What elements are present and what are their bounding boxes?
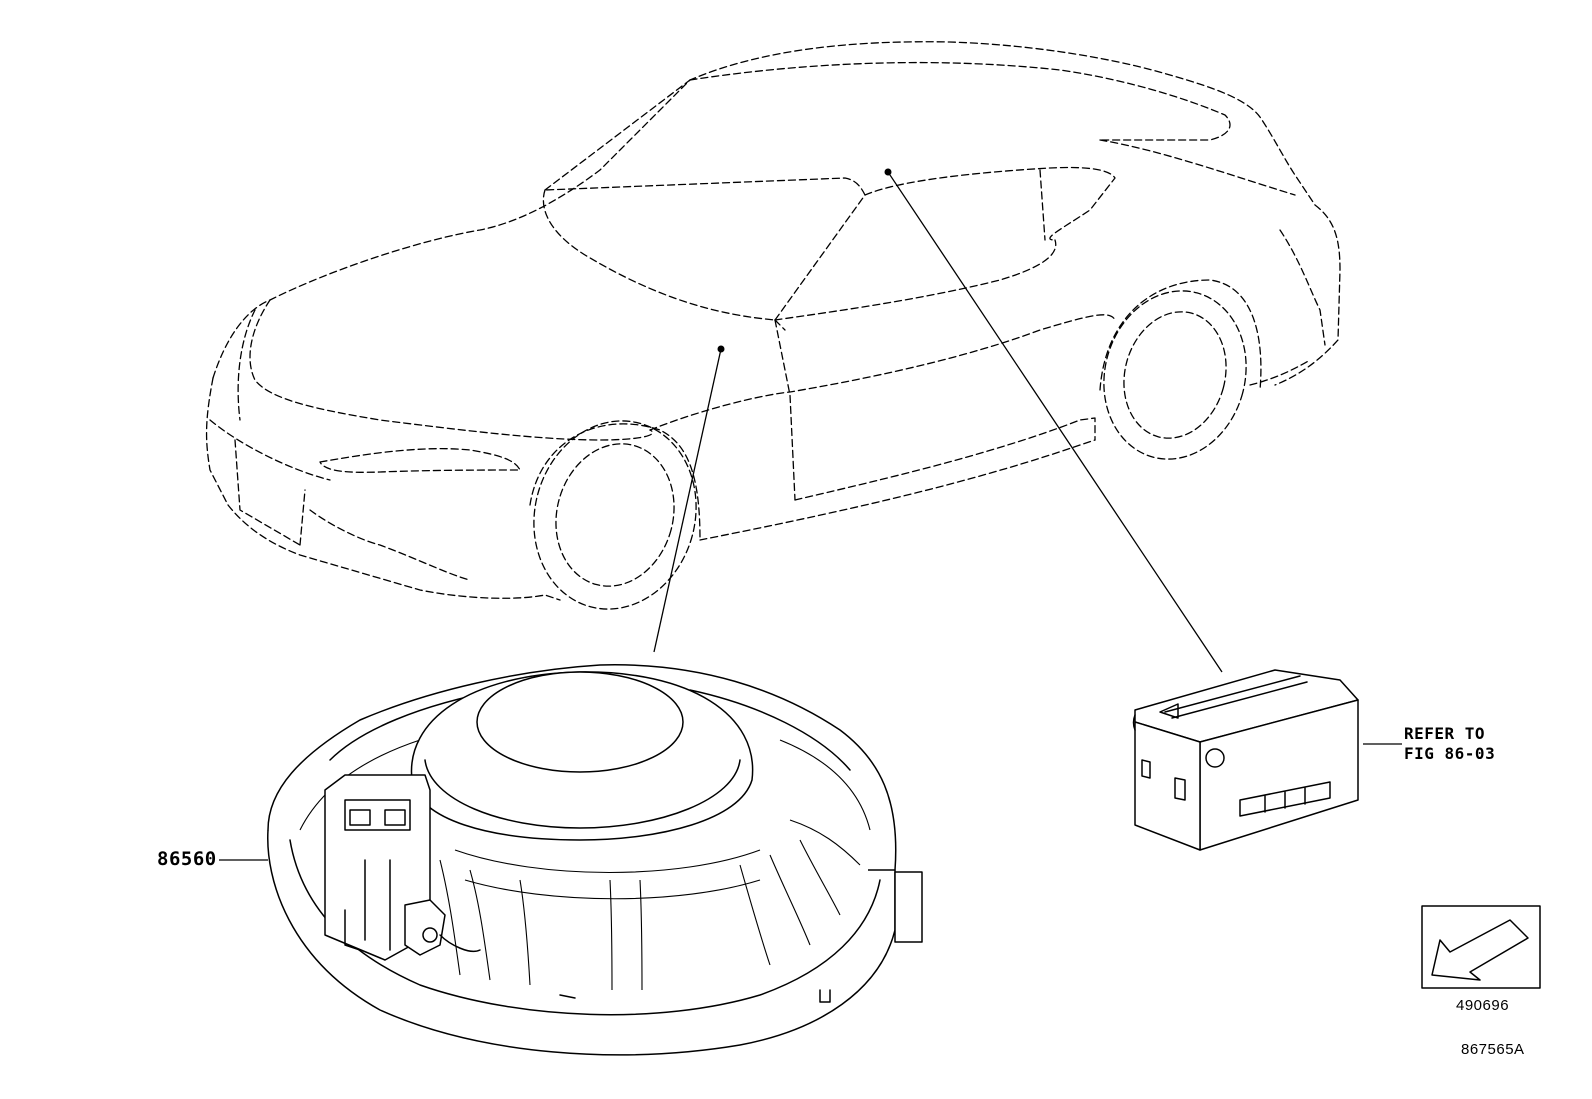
speaker-leader-line <box>653 348 722 653</box>
illustration-code: 867565A <box>1461 1041 1525 1058</box>
view-direction-code: 490696 <box>1456 997 1510 1014</box>
control-module <box>1132 669 1359 851</box>
refer-to-label: REFER TO FIG 86-03 <box>1404 724 1495 764</box>
module-leader-line <box>887 171 1223 673</box>
speaker-unit <box>267 664 923 1056</box>
speaker-part-number: 86560 <box>157 848 217 870</box>
vehicle-outline <box>205 41 1341 610</box>
refer-line-1: REFER TO <box>1404 724 1486 743</box>
leader-lines <box>219 168 1402 861</box>
arrow-down-left-icon <box>1421 905 1541 989</box>
refer-line-2: FIG 86-03 <box>1404 744 1496 763</box>
